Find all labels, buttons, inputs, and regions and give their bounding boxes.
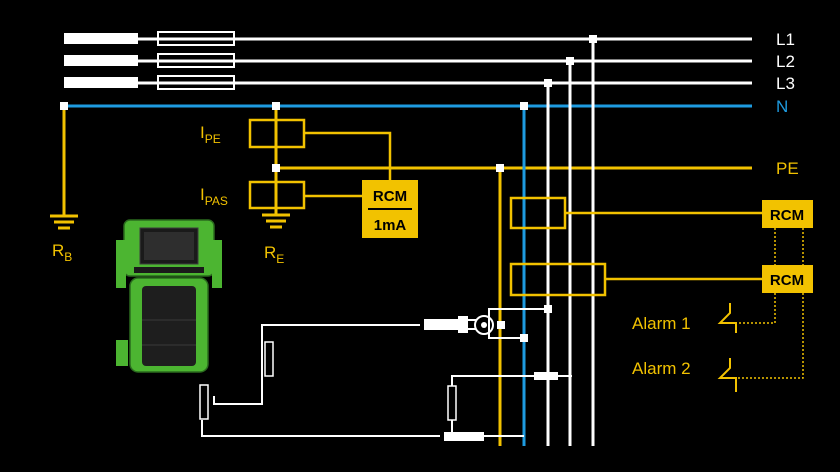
l1-bar-stub	[64, 33, 138, 44]
rcm-box-2-label: RCM	[770, 272, 804, 289]
feeder-ct-1	[509, 196, 567, 230]
l1-label: L1	[776, 30, 795, 49]
alarm1-label: Alarm 1	[632, 314, 691, 333]
l3-label: L3	[776, 74, 795, 93]
vertical-feeders	[496, 35, 597, 446]
test-probes	[444, 372, 572, 441]
l2-bar-stub	[64, 55, 138, 66]
ipe-branch	[248, 102, 392, 229]
rb-earth	[50, 102, 78, 230]
alarm2-label: Alarm 2	[632, 359, 691, 378]
l3-bar-stub	[64, 77, 138, 88]
ipe-label: IPE	[200, 123, 221, 146]
l2-label: L2	[776, 52, 795, 71]
rb-label: RB	[52, 241, 72, 264]
tester-device	[116, 219, 222, 373]
rcm-box-1	[762, 200, 813, 228]
rcm-main-top: RCM	[373, 188, 407, 205]
probe-leads	[201, 308, 548, 437]
n-label: N	[776, 97, 788, 116]
bus-lines	[64, 31, 752, 170]
strain-reliefs	[199, 341, 457, 421]
re-label: RE	[264, 243, 284, 266]
rcm-box-2	[762, 265, 813, 293]
alarm-contacts	[717, 303, 737, 392]
plug	[424, 305, 552, 342]
rcm-main-bottom: 1mA	[374, 217, 407, 234]
alarm-wiring	[730, 228, 804, 379]
rcm-box-1-label: RCM	[770, 207, 804, 224]
pe-label: PE	[776, 159, 799, 178]
ipas-label: IPAS	[200, 185, 228, 208]
